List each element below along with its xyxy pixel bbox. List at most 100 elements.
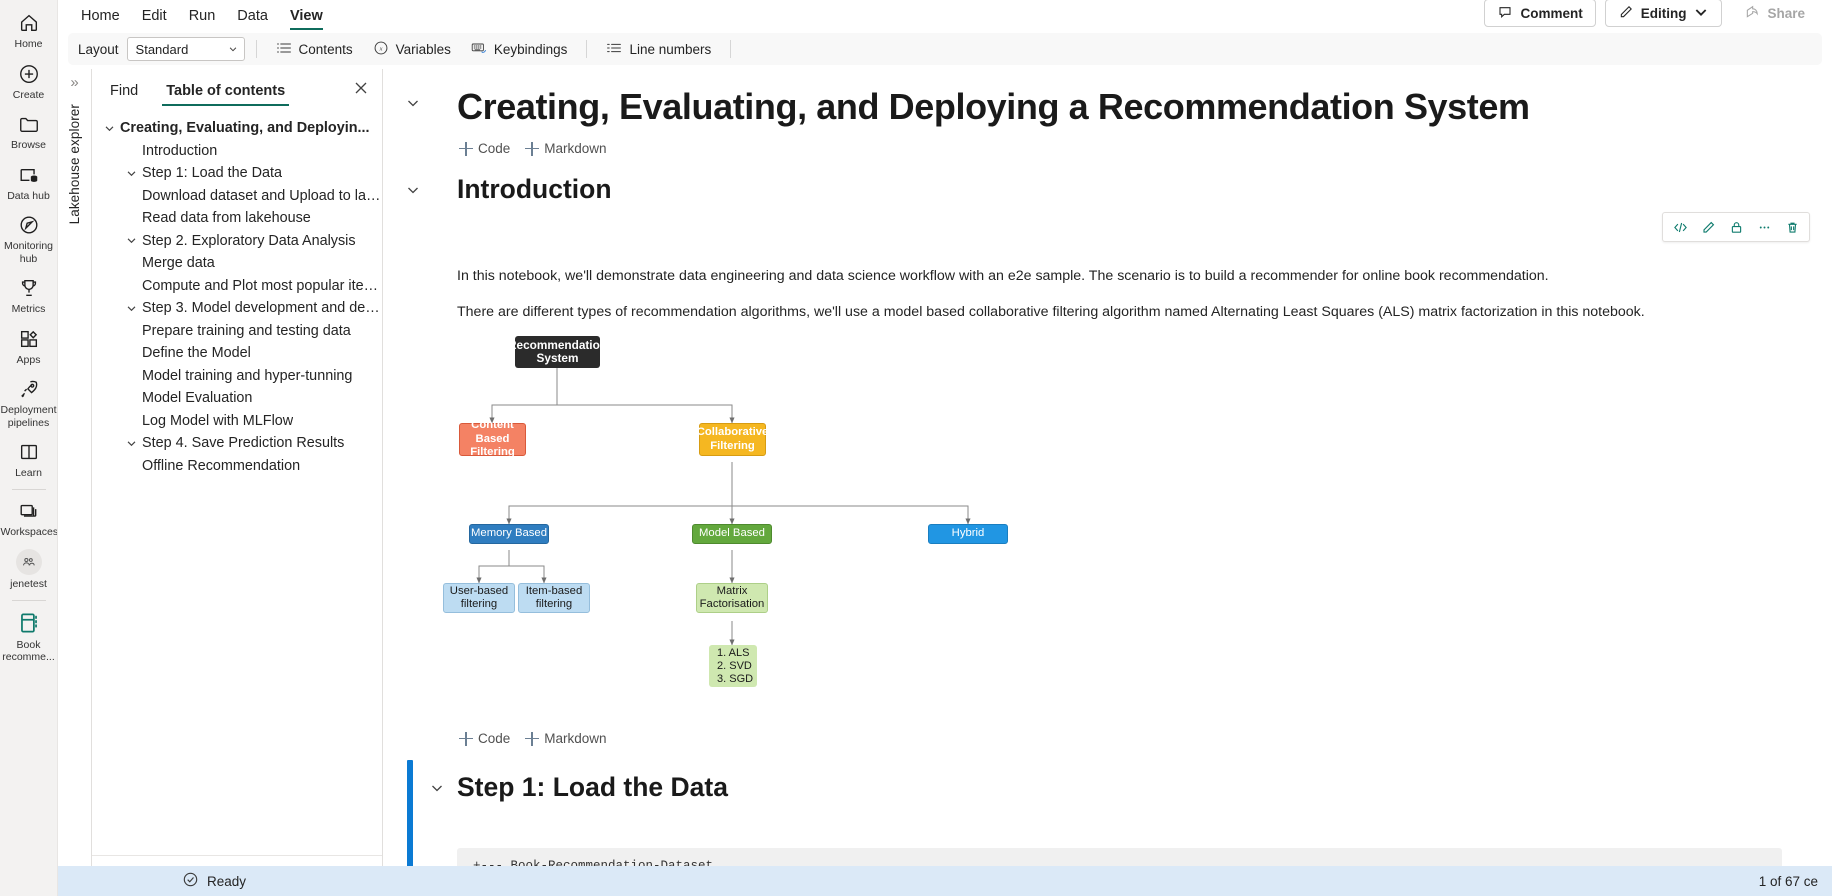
tab-run[interactable]: Run <box>188 8 216 24</box>
add-code-cell-button[interactable]: Code <box>457 139 516 158</box>
main-region: Home Edit Run Data View Comment Editing <box>58 0 1832 896</box>
rail-item-home[interactable]: Home <box>0 4 57 55</box>
share-button[interactable]: Share <box>1731 0 1818 27</box>
tab-home[interactable]: Home <box>81 8 120 24</box>
line-numbers-button[interactable]: Line numbers <box>598 36 719 62</box>
toc-item-label: Introduction <box>142 142 218 159</box>
ribbon-tabs: Home Edit Run Data View Comment Editing <box>58 0 1832 30</box>
toc-item[interactable]: Download dataset and Upload to lakeh... <box>92 185 382 208</box>
tab-find[interactable]: Find <box>110 83 139 99</box>
comment-button[interactable]: Comment <box>1484 0 1596 27</box>
diagram-node-user-based-filtering: User-based filtering <box>443 583 515 613</box>
collapse-title-caret-icon[interactable] <box>405 95 421 116</box>
rail-item-metrics[interactable]: Metrics <box>0 269 57 320</box>
chevron-down-icon[interactable] <box>98 123 120 134</box>
toc-item-label: Step 3. Model development and deploy <box>142 300 382 317</box>
diagram-node-content-based-filtering: Content Based Filtering <box>459 419 526 458</box>
lakehouse-explorer-strip[interactable]: » Lakehouse explorer <box>58 69 92 896</box>
cell-introduction[interactable]: Introduction In this notebook, we'll dem… <box>383 172 1832 750</box>
add-markdown-cell-button-2[interactable]: Markdown <box>523 729 612 748</box>
lock-icon[interactable] <box>1723 216 1749 238</box>
algo-line-1: 1. ALS <box>717 646 750 659</box>
contents-toggle-button[interactable]: Contents <box>268 36 361 62</box>
toc-item[interactable]: Model training and hyper-tunning <box>92 365 382 388</box>
layout-label: Layout <box>78 41 119 57</box>
layout-select[interactable]: Standard <box>126 37 245 61</box>
cell-title[interactable]: Creating, Evaluating, and Deploying a Re… <box>383 69 1832 160</box>
chevron-down-icon[interactable] <box>120 235 142 246</box>
toc-item[interactable]: Step 3. Model development and deploy <box>92 297 382 320</box>
toc-item[interactable]: Step 2. Exploratory Data Analysis <box>92 230 382 253</box>
rail-item-workspaces[interactable]: Workspaces <box>0 492 58 543</box>
toc-item[interactable]: Creating, Evaluating, and Deployin... <box>92 117 382 140</box>
toc-item[interactable]: Prepare training and testing data <box>92 320 382 343</box>
rail-item-apps[interactable]: Apps <box>0 320 57 371</box>
variables-label: Variables <box>395 41 451 57</box>
rail-item-browse[interactable]: Browse <box>0 105 57 156</box>
collapse-step1-caret-icon[interactable] <box>429 780 445 801</box>
list-contents-icon <box>276 40 292 59</box>
tab-view[interactable]: View <box>279 8 334 30</box>
toc-item[interactable]: Offline Recommendation <box>92 455 382 478</box>
status-text: Ready <box>207 873 247 889</box>
code-brackets-icon[interactable] <box>1667 216 1693 238</box>
plus-circle-icon <box>17 62 41 86</box>
add-code-cell-button-2[interactable]: Code <box>457 729 516 748</box>
data-hub-icon <box>17 163 41 187</box>
chevron-down-icon[interactable] <box>120 303 142 314</box>
algo-line-3: 3. SGD <box>717 672 754 685</box>
trash-icon[interactable] <box>1779 216 1805 238</box>
toc-item[interactable]: Define the Model <box>92 342 382 365</box>
tab-data[interactable]: Data <box>237 8 268 24</box>
toc-item[interactable]: Introduction <box>92 140 382 163</box>
command-separator-2 <box>586 40 588 58</box>
rail-label: Home <box>14 38 43 50</box>
chevron-down-icon[interactable] <box>120 168 142 179</box>
rail-item-data-hub[interactable]: Data hub <box>0 156 57 207</box>
add-markdown-label: Markdown <box>544 731 607 746</box>
cell-toolbar <box>1662 212 1810 242</box>
workspace-body: » Lakehouse explorer Find Table of conte… <box>58 69 1832 896</box>
tab-edit[interactable]: Edit <box>141 8 167 24</box>
rail-item-book-recommendation[interactable]: Book recomme... <box>0 603 57 668</box>
chevron-down-icon[interactable] <box>120 438 142 449</box>
toc-item[interactable]: Read data from lakehouse <box>92 207 382 230</box>
variables-button[interactable]: x Variables <box>365 36 459 62</box>
rail-item-deployment-pipelines[interactable]: Deployment pipelines <box>0 370 57 433</box>
cell-count-status: 1 of 67 ce <box>1758 873 1818 889</box>
toc-item[interactable]: Model Evaluation <box>92 387 382 410</box>
toc-item[interactable]: Merge data <box>92 252 382 275</box>
rail-item-monitoring-hub[interactable]: Monitoring hub <box>0 206 57 269</box>
add-cell-row-1: Code Markdown <box>383 130 1832 160</box>
rail-item-create[interactable]: Create <box>0 55 57 106</box>
pencil-icon[interactable] <box>1695 216 1721 238</box>
notebook-canvas[interactable]: Creating, Evaluating, and Deploying a Re… <box>383 69 1832 896</box>
collapse-introduction-caret-icon[interactable] <box>405 182 421 203</box>
toc-item-label: Step 2. Exploratory Data Analysis <box>142 232 356 249</box>
toc-body: Find Table of contents Creating, Evaluat… <box>92 69 383 896</box>
tab-table-of-contents[interactable]: Table of contents <box>162 81 290 106</box>
check-circle-icon <box>183 872 198 890</box>
editing-mode-button[interactable]: Editing <box>1604 0 1723 27</box>
toc-item[interactable]: Step 1: Load the Data <box>92 162 382 185</box>
rocket-icon <box>17 377 41 401</box>
workspaces-icon <box>17 499 41 523</box>
rail-label: Workspaces <box>0 525 58 538</box>
comment-label: Comment <box>1520 5 1583 21</box>
toc-item[interactable]: Log Model with MLFlow <box>92 410 382 433</box>
diagram-node-matrix-factorisation: Matrix Factorisation <box>696 583 768 613</box>
svg-text:x: x <box>378 45 382 52</box>
keybindings-button[interactable]: Keybindings <box>463 36 576 62</box>
rail-item-jenetest[interactable]: jenetest <box>0 542 57 595</box>
close-icon[interactable] <box>348 79 374 108</box>
chevron-double-right-icon[interactable]: » <box>70 74 79 91</box>
toc-item[interactable]: Compute and Plot most popular items <box>92 275 382 298</box>
diagram-node-model-based: Model Based <box>692 524 772 544</box>
toc-tabs: Find Table of contents <box>92 69 382 108</box>
rail-divider <box>11 488 46 490</box>
ellipsis-icon[interactable] <box>1751 216 1777 238</box>
toc-item[interactable]: Step 4. Save Prediction Results <box>92 432 382 455</box>
diagram-node-hybrid: Hybrid <box>928 524 1008 544</box>
rail-item-learn[interactable]: Learn <box>0 433 57 484</box>
add-markdown-cell-button[interactable]: Markdown <box>523 139 612 158</box>
